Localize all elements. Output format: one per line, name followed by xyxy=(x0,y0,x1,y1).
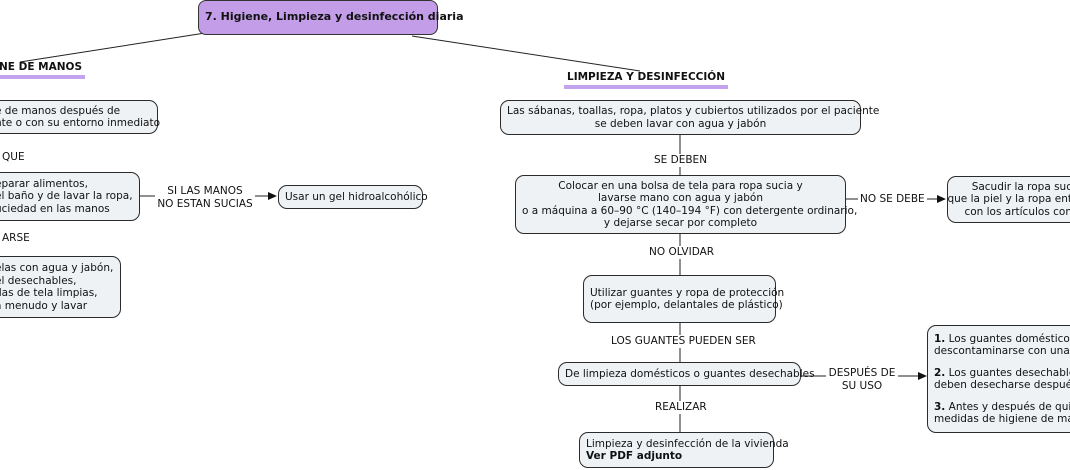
label-no-se-debe: NO SE DEBE xyxy=(858,193,927,206)
node-line: medidas de higiene de man xyxy=(934,413,1070,425)
heading-higiene-manos: NE DE MANOS xyxy=(0,61,86,79)
label-realizar: REALIZAR xyxy=(653,401,709,414)
node-bolsa-tela: Colocar en una bolsa de tela para ropa s… xyxy=(515,175,858,234)
node-line: Antes y después de quitar xyxy=(948,400,1070,413)
label-no-se-debe-text: NO SE DEBE xyxy=(860,193,925,205)
label-arse: ARSE xyxy=(0,232,32,245)
node-line: a menudo y lavar xyxy=(0,299,88,312)
label-se-deben-text: SE DEBEN xyxy=(654,154,708,166)
title-text: 7. Higiene, Limpieza y desinfección diar… xyxy=(205,10,464,24)
label-line: DESPUÉS DE xyxy=(828,367,896,379)
list-number: 2. xyxy=(934,366,946,379)
node-line: Sacudir la ropa suc xyxy=(971,180,1070,193)
node-gel-hidroalcoholico: Usar un gel hidroalcohólico xyxy=(278,185,428,209)
node-line: e de manos después de xyxy=(0,104,121,117)
label-se-deben: SE DEBEN xyxy=(652,154,710,167)
node-limpieza-domesticos: De limpieza domésticos o guantes desecha… xyxy=(558,362,815,386)
node-line: el desechables, xyxy=(0,274,77,287)
node-toallas-agua-jabon: elas con agua y jabón, el desechables, d… xyxy=(0,256,121,318)
node-line: descontaminarse con una so xyxy=(934,345,1070,357)
node-line: Utilizar guantes y ropa de protección xyxy=(590,286,785,299)
node-line: deben desecharse después d xyxy=(934,379,1070,391)
label-guantes-pueden-text: LOS GUANTES PUEDEN SER xyxy=(611,335,756,347)
label-despues-de-su-uso: DESPUÉS DE SU USO xyxy=(826,367,898,392)
node-guantes-instrucciones: 1. Los guantes domésticos d descontamina… xyxy=(927,325,1070,433)
node-line: eparar alimentos, xyxy=(0,177,88,190)
node-line: De limpieza domésticos o guantes desecha… xyxy=(565,367,815,380)
node-utilizar-guantes: Utilizar guantes y ropa de protección (p… xyxy=(583,275,785,323)
list-item: 2. Los guantes desechables xyxy=(934,367,1070,380)
node-higiene-manos-despues: e de manos después de nte o con su entor… xyxy=(0,100,161,134)
list-item: 1. Los guantes domésticos d xyxy=(934,333,1070,346)
node-sacudir-ropa: Sacudir la ropa suc que la piel y la rop… xyxy=(947,176,1070,223)
label-no-olvidar-text: NO OLVIDAR xyxy=(649,246,715,258)
label-que: QUE xyxy=(0,151,27,164)
node-line: das de tela limpias, xyxy=(0,287,98,299)
node-line: uciedad en las manos xyxy=(0,202,110,215)
node-line: Los guantes domésticos d xyxy=(948,332,1070,345)
node-line: Limpieza y desinfección de la vivienda xyxy=(586,437,789,450)
label-line: SU USO xyxy=(841,379,883,392)
label-arse-text: ARSE xyxy=(2,232,30,244)
node-line: nte o con su entorno inmediato xyxy=(0,117,161,129)
label-que-text: QUE xyxy=(2,151,25,163)
node-line: Colocar en una bolsa de tela para ropa s… xyxy=(558,179,803,192)
label-line: NO ESTAN SUCIAS xyxy=(157,197,253,210)
node-line: y dejarse secar por completo xyxy=(603,217,758,229)
list-number: 3. xyxy=(934,400,946,413)
label-line: SI LAS MANOS xyxy=(167,185,243,197)
heading-higiene-manos-text: NE DE MANOS xyxy=(0,61,83,73)
node-limpieza-vivienda[interactable]: Limpieza y desinfección de la vivienda V… xyxy=(579,432,789,468)
node-line: (por ejemplo, delantales de plástico) xyxy=(590,299,783,311)
node-line: elas con agua y jabón, xyxy=(0,262,114,274)
node-line: lavarse mano con agua y jabón xyxy=(597,192,764,204)
label-no-olvidar: NO OLVIDAR xyxy=(647,246,717,259)
label-realizar-text: REALIZAR xyxy=(655,401,707,413)
node-line: el baño y de lavar la ropa, xyxy=(0,190,133,203)
node-line: o a máquina a 60–90 °C (140–194 °F) con … xyxy=(522,204,858,217)
node-line: con los artículos con xyxy=(964,205,1070,218)
node-line: Los guantes desechables xyxy=(945,366,1070,379)
list-number: 1. xyxy=(934,332,946,345)
pdf-link[interactable]: Ver PDF adjunto xyxy=(586,450,683,462)
list-item: 3. Antes y después de quitar xyxy=(934,401,1070,414)
node-sabanas-toallas: Las sábanas, toallas, ropa, platos y cub… xyxy=(500,100,880,135)
label-si-manos-no-sucias: SI LAS MANOS NO ESTAN SUCIAS xyxy=(155,185,255,210)
heading-limpieza-desinfeccion: LIMPIEZA Y DESINFECCIÓN xyxy=(564,71,728,89)
node-line: Las sábanas, toallas, ropa, platos y cub… xyxy=(507,105,880,117)
edge-title-left xyxy=(19,32,206,63)
heading-limpieza-text: LIMPIEZA Y DESINFECCIÓN xyxy=(567,71,725,83)
node-preparar-alimentos: eparar alimentos, el baño y de lavar la … xyxy=(0,172,140,221)
edge-title-right xyxy=(411,35,641,72)
node-line: se deben lavar con agua y jabón xyxy=(594,117,767,130)
label-guantes-pueden-ser: LOS GUANTES PUEDEN SER xyxy=(609,335,758,348)
concept-map-title: 7. Higiene, Limpieza y desinfección diar… xyxy=(198,0,464,35)
node-line: que la piel y la ropa ent xyxy=(947,193,1070,206)
node-line: Usar un gel hidroalcohólico xyxy=(285,190,428,203)
